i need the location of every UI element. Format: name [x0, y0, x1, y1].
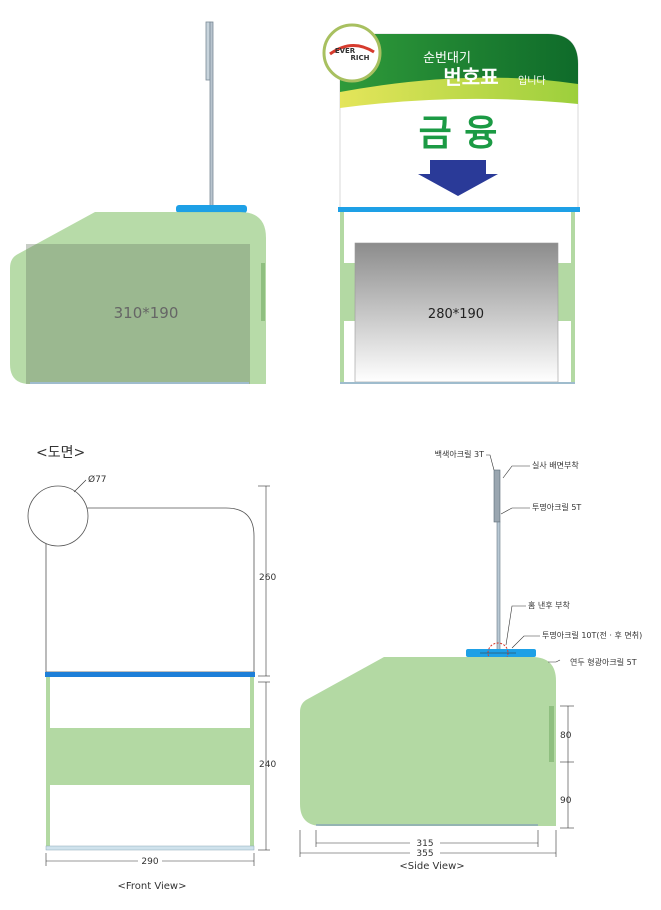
side-render: 310*190 [10, 21, 266, 384]
front-render-gray-box [354, 242, 559, 383]
callout-silk-print: 실사 배면부착 [532, 460, 579, 470]
sign-line1: 순번대기 [423, 51, 471, 66]
side-render-body [10, 212, 266, 384]
side-render-size-label: 310*190 [114, 304, 179, 322]
front-view-caption: <Front View> [118, 881, 187, 892]
side-render-blue-base [176, 205, 247, 213]
front-view-green-band [46, 728, 254, 785]
side-view-body [300, 657, 556, 826]
front-render-size-label: 280*190 [428, 307, 484, 322]
brand-logo-text-top: EVER [335, 47, 356, 55]
front-lower-height-dim: 240 [259, 760, 276, 770]
front-render-blue-bar [338, 207, 580, 212]
sign-line2: 번호표 [443, 65, 498, 89]
callout-white-acrylic: 백색아크릴 3T [435, 449, 484, 459]
front-view-base [45, 845, 255, 851]
section-title: <도면> [36, 445, 85, 461]
side-base-width-dim: 315 [416, 839, 433, 849]
front-render: EVER RICH 순번대기 번호표 입니다 금 융 280*190 [322, 23, 580, 384]
front-width-dim: 290 [141, 857, 158, 867]
side-slot-height-dim: 80 [560, 731, 572, 741]
side-render-pole [209, 21, 214, 211]
callout-clear-acrylic-5t: 투명아크릴 5T [532, 502, 581, 512]
callout-fluorescent: 연두 형광아크릴 5T [570, 657, 637, 667]
side-view-caption: <Side View> [399, 861, 464, 872]
front-view-drawing: Ø77 260 240 290 <Front View> [27, 474, 276, 892]
front-view-blue-bar [45, 672, 255, 677]
front-view-sign-outline [45, 507, 255, 673]
callout-groove: 홈 낸후 부착 [528, 600, 571, 610]
side-view-drawing: 80 90 315 355 <Side View> 백색아크릴 3T 실사 배면… [299, 449, 642, 872]
side-render-side-slot [261, 263, 265, 321]
side-render-gray-box [26, 244, 250, 384]
brand-logo [322, 23, 382, 83]
hole-diameter-label: Ø77 [88, 474, 107, 485]
side-bottom-height-dim: 90 [560, 796, 572, 806]
front-view-hole [27, 485, 89, 547]
side-view-slot [549, 706, 554, 762]
side-total-width-dim: 355 [416, 849, 433, 859]
side-render-pole-sign [205, 21, 211, 81]
brand-logo-swoosh [329, 44, 375, 56]
down-arrow-icon [418, 160, 498, 196]
side-view-pole [496, 521, 501, 653]
callout-clear-acrylic-10t: 투명아크릴 10T(전 · 후 면취) [542, 630, 642, 640]
side-view-top-sign [493, 469, 501, 523]
front-upper-height-dim: 260 [259, 573, 276, 583]
sign-category: 금 융 [419, 113, 498, 154]
front-render-green-header [340, 34, 578, 92]
sign-line2-suffix: 입니다 [518, 74, 546, 87]
brand-logo-text-bottom: RICH [351, 54, 370, 62]
